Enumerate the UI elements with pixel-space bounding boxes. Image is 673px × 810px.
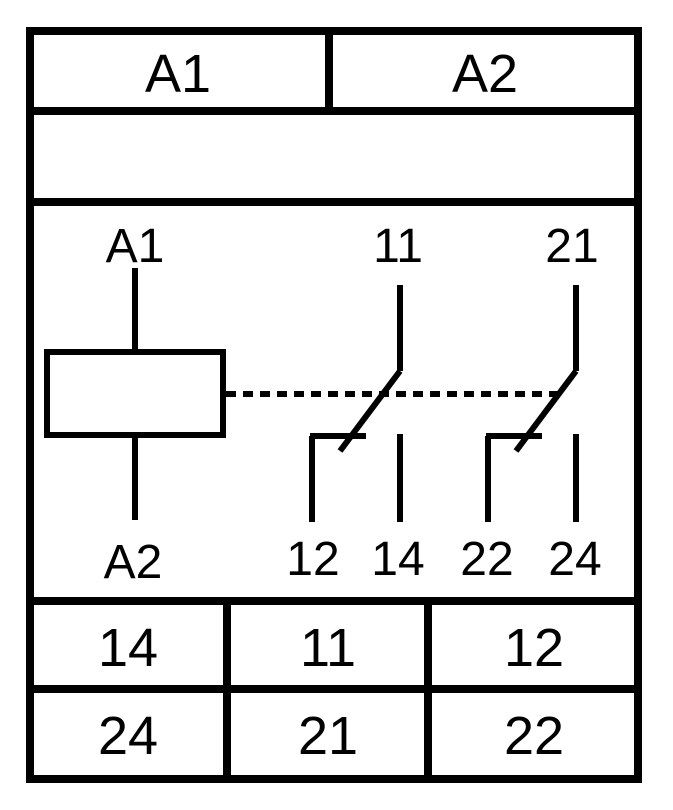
contact1-label-11: 11	[373, 220, 423, 273]
contact-label-24: 24	[548, 533, 601, 586]
terminal-24: 24	[98, 706, 158, 766]
terminal-14: 14	[98, 618, 158, 678]
coil-label-a2: A2	[104, 536, 163, 589]
contact2-label-21: 21	[545, 220, 598, 273]
terminal-21: 21	[298, 706, 358, 766]
terminal-12: 12	[504, 618, 564, 678]
contact-label-14: 14	[371, 533, 424, 586]
coil-label-a1: A1	[106, 220, 165, 273]
coil	[44, 349, 226, 438]
top-terminal-a2: A2	[452, 44, 518, 104]
schematic: A1 A2 11 21 12 14 22 24	[44, 220, 602, 589]
top-terminal-a1: A1	[145, 44, 211, 104]
contact-label-12: 12	[286, 533, 339, 586]
contact-label-22: 22	[460, 533, 513, 586]
terminal-22: 22	[504, 706, 564, 766]
outer-frame	[26, 27, 642, 783]
terminal-11: 11	[300, 618, 356, 678]
